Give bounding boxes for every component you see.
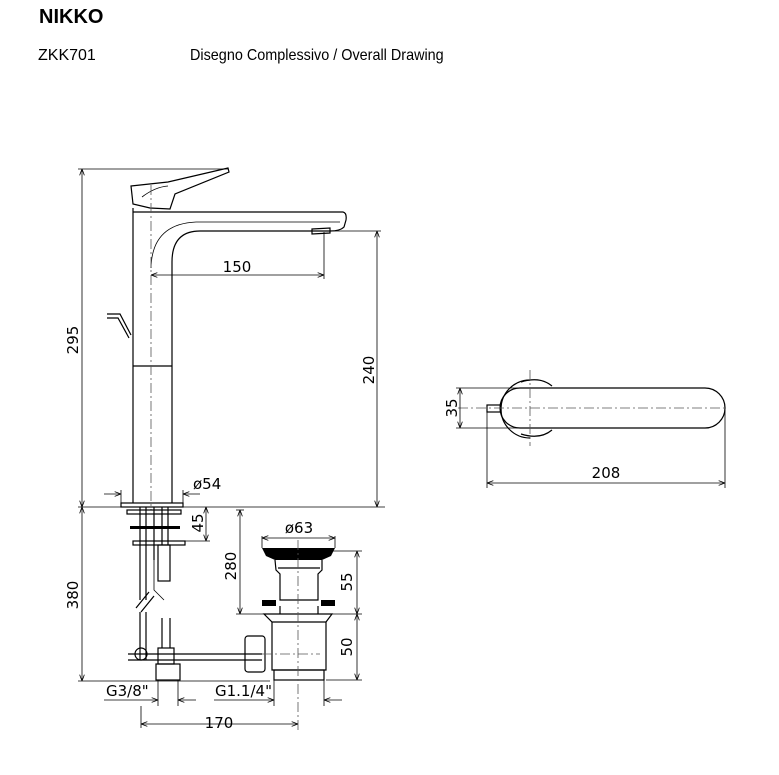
dim-hose-length: 380 <box>64 581 82 610</box>
dim-waste-thread: G1.1/4" <box>215 682 272 700</box>
dim-supply-thread: G3/8" <box>106 682 149 700</box>
dim-base-diameter: ø54 <box>193 475 221 493</box>
aerator <box>311 227 331 235</box>
dim-waste-upper: 55 <box>338 572 356 591</box>
dim-spout-reach: 150 <box>223 258 252 276</box>
product-name: NIKKO <box>39 6 104 28</box>
dim-spout-height: 240 <box>360 356 378 385</box>
mounting-hardware <box>126 507 262 681</box>
base-plate <box>120 502 184 508</box>
faucet-top-view <box>458 370 728 446</box>
dim-top-width: 35 <box>443 398 461 417</box>
dim-center-distance: 170 <box>205 714 234 732</box>
popup-lever <box>107 313 132 339</box>
handle-lever <box>130 167 230 210</box>
dim-waste-diameter: ø63 <box>285 519 313 537</box>
dim-total-height: 295 <box>64 326 82 355</box>
faucet-side-view <box>107 167 347 510</box>
waste-valve <box>244 540 335 730</box>
dim-waste-length: 280 <box>222 552 240 581</box>
dim-top-length: 208 <box>592 464 621 482</box>
spout <box>133 211 347 270</box>
dim-mount-thickness: 45 <box>189 513 207 532</box>
product-code: ZKK701 <box>38 47 96 64</box>
dim-waste-lower: 50 <box>338 637 356 656</box>
drawing-subtitle: Disegno Complessivo / Overall Drawing <box>190 47 444 64</box>
